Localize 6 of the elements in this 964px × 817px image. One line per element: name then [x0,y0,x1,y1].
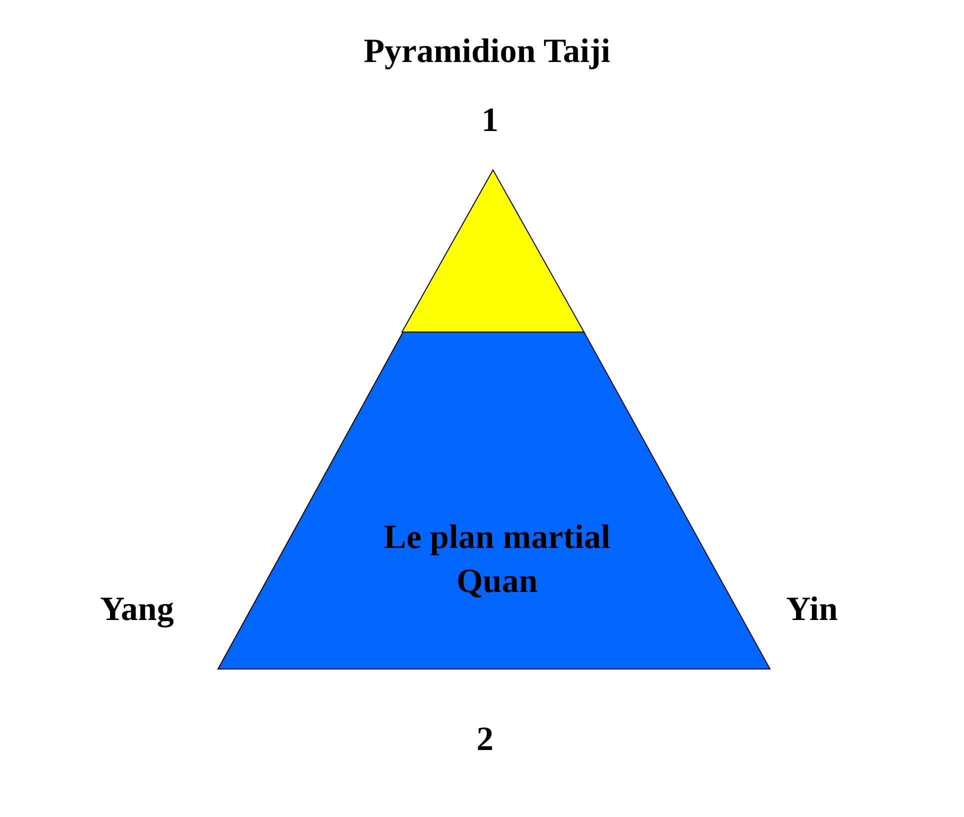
title: Pyramidion Taiji [364,35,610,69]
corner-label: Yang [100,593,174,627]
pyramid-label: Le plan martial Quan [382,518,612,602]
corner-label: Yin [786,593,838,627]
vertex-number: 1 [482,104,498,138]
vertex-number: 2 [476,723,494,757]
